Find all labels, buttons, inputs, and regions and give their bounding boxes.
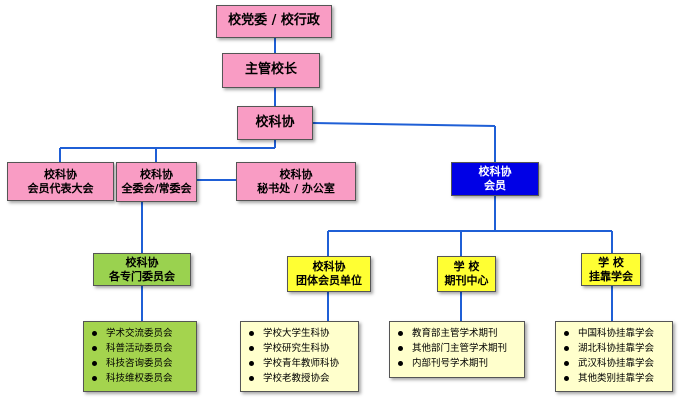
affiliated-line1: 学 校	[598, 255, 624, 269]
list-item: 学校大学生科协	[249, 326, 354, 341]
bullet-icon	[564, 331, 569, 336]
secretariat-line1: 校科协	[279, 167, 313, 181]
affiliated-societies-list: 中国科协挂靠学会 湖北科协挂靠学会 武汉科协挂靠学会 其他类别挂靠学会	[555, 321, 673, 392]
congress-line1: 校科协	[44, 167, 77, 181]
specialized-line1: 校科协	[125, 255, 159, 269]
members-box: 校科协 会员	[451, 162, 539, 196]
bullet-icon	[92, 361, 97, 366]
congress-line2: 会员代表大会	[27, 181, 94, 195]
journal-center-box: 学 校 期刊中心	[437, 256, 496, 292]
list-item: 科技维权委员会	[92, 371, 192, 386]
affiliated-line2: 挂靠学会	[589, 269, 633, 283]
list-item: 科普活动委员会	[92, 341, 192, 356]
committee-line2: 全委会/常委会	[121, 182, 192, 195]
list-item: 其他部门主管学术期刊	[398, 341, 520, 356]
bullet-icon	[398, 346, 403, 351]
journal-center-line2: 期刊中心	[444, 274, 489, 287]
bullet-icon	[249, 346, 254, 351]
specialized-committees-list: 学术交流委员会 科普活动委员会 科技咨询委员会 科技维权委员会	[83, 321, 197, 392]
secretariat-line2: 秘书处 / 办公室	[257, 181, 335, 195]
group-members-list: 学校大学生科协 学校研究生科协 学校青年教师科协 学校老教授协会	[240, 321, 359, 392]
committee-line1: 校科协	[140, 168, 173, 182]
bullet-icon	[249, 376, 254, 381]
members-line2: 会员	[484, 179, 506, 192]
bullet-icon	[564, 361, 569, 366]
bullet-icon	[564, 346, 569, 351]
list-item: 中国科协挂靠学会	[564, 326, 668, 341]
journal-center-list: 教育部主管学术期刊 其他部门主管学术期刊 内部刊号学术期刊	[389, 321, 525, 378]
committee-box: 校科协 全委会/常委会	[116, 162, 197, 202]
members-line1: 校科协	[478, 165, 512, 179]
list-item: 教育部主管学术期刊	[398, 326, 520, 341]
bullet-icon	[249, 361, 254, 366]
secretariat-box: 校科协 秘书处 / 办公室	[236, 162, 356, 201]
journal-center-line1: 学 校	[453, 260, 480, 274]
list-item: 学校青年教师科协	[249, 356, 354, 371]
specialized-committees-box: 校科协 各专门委员会	[93, 253, 191, 286]
list-item: 学校研究生科协	[249, 341, 354, 356]
bullet-icon	[398, 361, 403, 366]
president-label: 主管校长	[244, 62, 297, 78]
list-item: 学校老教授协会	[249, 371, 354, 386]
assoc-box: 校科协	[237, 106, 313, 140]
affiliated-societies-box: 学 校 挂靠学会	[581, 253, 641, 286]
party-admin-label: 校党委 / 校行政	[228, 13, 320, 29]
specialized-line2: 各专门委员会	[109, 269, 175, 283]
list-item: 武汉科协挂靠学会	[564, 356, 668, 371]
party-admin-box: 校党委 / 校行政	[216, 5, 332, 38]
group-members-box: 校科协 团体会员单位	[287, 256, 371, 292]
list-item: 内部刊号学术期刊	[398, 356, 520, 371]
bullet-icon	[92, 331, 97, 336]
congress-box: 校科协 会员代表大会	[7, 162, 114, 201]
group-members-line2: 团体会员单位	[296, 274, 362, 287]
bullet-icon	[398, 331, 403, 336]
group-members-line1: 校科协	[312, 260, 346, 274]
bullet-icon	[92, 346, 97, 351]
bullet-icon	[92, 376, 97, 381]
list-item: 湖北科协挂靠学会	[564, 341, 668, 356]
list-item: 科技咨询委员会	[92, 356, 192, 371]
list-item: 学术交流委员会	[92, 326, 192, 341]
bullet-icon	[249, 331, 254, 336]
president-box: 主管校长	[222, 53, 320, 88]
list-item: 其他类别挂靠学会	[564, 371, 668, 386]
bullet-icon	[564, 376, 569, 381]
assoc-label: 校科协	[255, 114, 295, 130]
